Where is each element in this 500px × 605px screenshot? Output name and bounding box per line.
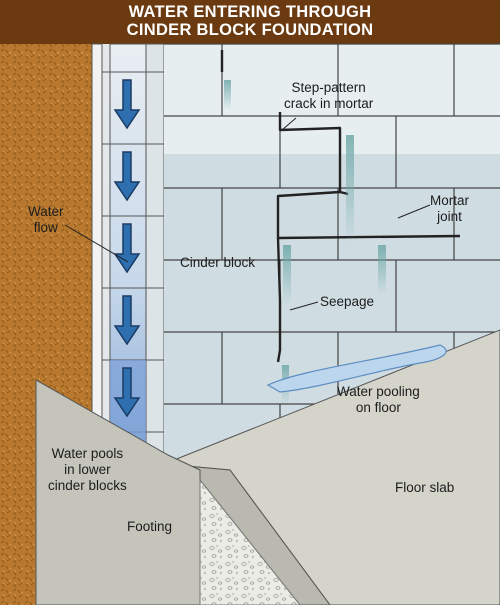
- label-water-pools: Water pools in lower cinder blocks: [48, 446, 127, 494]
- floor-slab-shape: [163, 329, 500, 605]
- label-mortar-joint-line1: Mortar: [430, 193, 470, 208]
- label-cinder-block: Cinder block: [180, 255, 256, 270]
- label-water-flow: Water flow: [28, 204, 64, 236]
- label-water-flow-line2: flow: [33, 220, 58, 235]
- arrow-icon: [113, 367, 141, 418]
- label-water-pooling: Water pooling on floor: [337, 384, 420, 416]
- arrow-icon: [113, 151, 141, 202]
- title-bar: [0, 0, 500, 42]
- arrow-icon: [113, 79, 141, 130]
- label-water-pools-line2: in lower: [64, 462, 111, 477]
- arrow-icon: [113, 295, 141, 346]
- label-water-pooling-line2: on floor: [355, 400, 401, 415]
- label-step-crack-line2: crack in mortar: [284, 96, 374, 111]
- label-seepage: Seepage: [320, 294, 375, 309]
- diagram-title-line1: WATER ENTERING THROUGH: [128, 3, 372, 21]
- leader-lines: [64, 117, 431, 311]
- label-water-pooling-line1: Water pooling: [337, 384, 420, 399]
- label-step-crack: Step-pattern crack in mortar: [284, 80, 373, 112]
- label-water-pools-line3: cinder blocks: [48, 478, 127, 493]
- label-step-crack-line1: Step-pattern: [291, 80, 366, 95]
- arrow-icon: [113, 223, 141, 274]
- label-footing: Footing: [127, 519, 173, 534]
- gravel-layer: [199, 478, 301, 605]
- diagram-title-line2: CINDER BLOCK FOUNDATION: [126, 21, 374, 39]
- label-mortar-joint: Mortar joint: [430, 193, 469, 225]
- label-floor-slab: Floor slab: [395, 480, 455, 495]
- label-water-flow-line1: Water: [28, 204, 64, 219]
- label-water-pools-line1: Water pools: [51, 446, 124, 461]
- water-flow-arrows: [113, 79, 141, 418]
- label-mortar-joint-line2: joint: [437, 209, 462, 224]
